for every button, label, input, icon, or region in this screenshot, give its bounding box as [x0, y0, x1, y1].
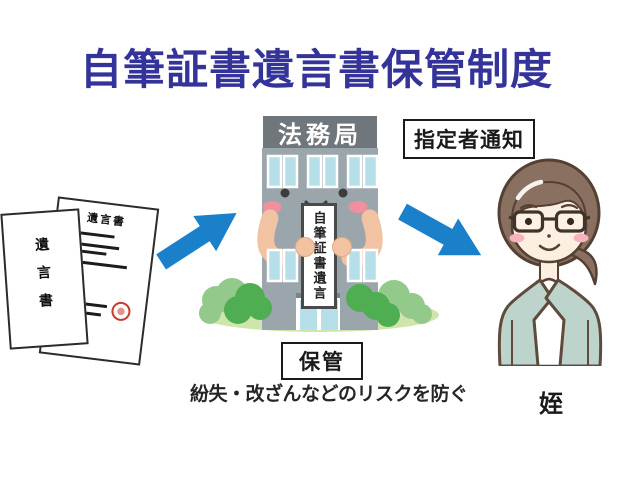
caption-text: 紛失・改ざんなどのリスクを防ぐ [190, 384, 468, 405]
lower-windows [266, 248, 379, 283]
niece-illustration [492, 158, 608, 368]
niece-drawing [497, 158, 603, 368]
ponytail [570, 246, 598, 286]
niece-label: 姪 [539, 391, 563, 418]
building-hand-icon [295, 237, 315, 257]
cheek [573, 233, 589, 243]
cheek [509, 233, 525, 243]
building-hand-icon [332, 237, 352, 257]
held-will-paper-label: 自筆証書遺言 [311, 211, 327, 301]
notice-label: 指定者通知 [403, 119, 535, 159]
eye [524, 217, 533, 226]
eye [566, 217, 575, 226]
envelope-label: 遺言書 [33, 236, 56, 322]
upper-windows [266, 154, 379, 189]
jacket-seams [511, 320, 589, 366]
page-title: 自筆証書遺言書保管制度 [79, 46, 553, 93]
eyebrows [519, 204, 579, 210]
storage-label: 保管 [281, 342, 363, 380]
legal-affairs-bureau: 法務局 自筆証書遺言 [198, 110, 442, 340]
document-date-line [85, 311, 102, 317]
bushes-left [199, 278, 272, 324]
building-sign: 法務局 [263, 116, 377, 149]
will-envelope: 遺言書 [0, 208, 89, 350]
arrow-to-niece-icon [398, 203, 482, 256]
nose [547, 234, 551, 238]
hair-highlight [515, 179, 544, 201]
bushes-right [346, 280, 432, 327]
arrow-to-bureau-icon [156, 212, 237, 270]
red-seal-icon [110, 300, 132, 322]
mouth [538, 243, 561, 251]
